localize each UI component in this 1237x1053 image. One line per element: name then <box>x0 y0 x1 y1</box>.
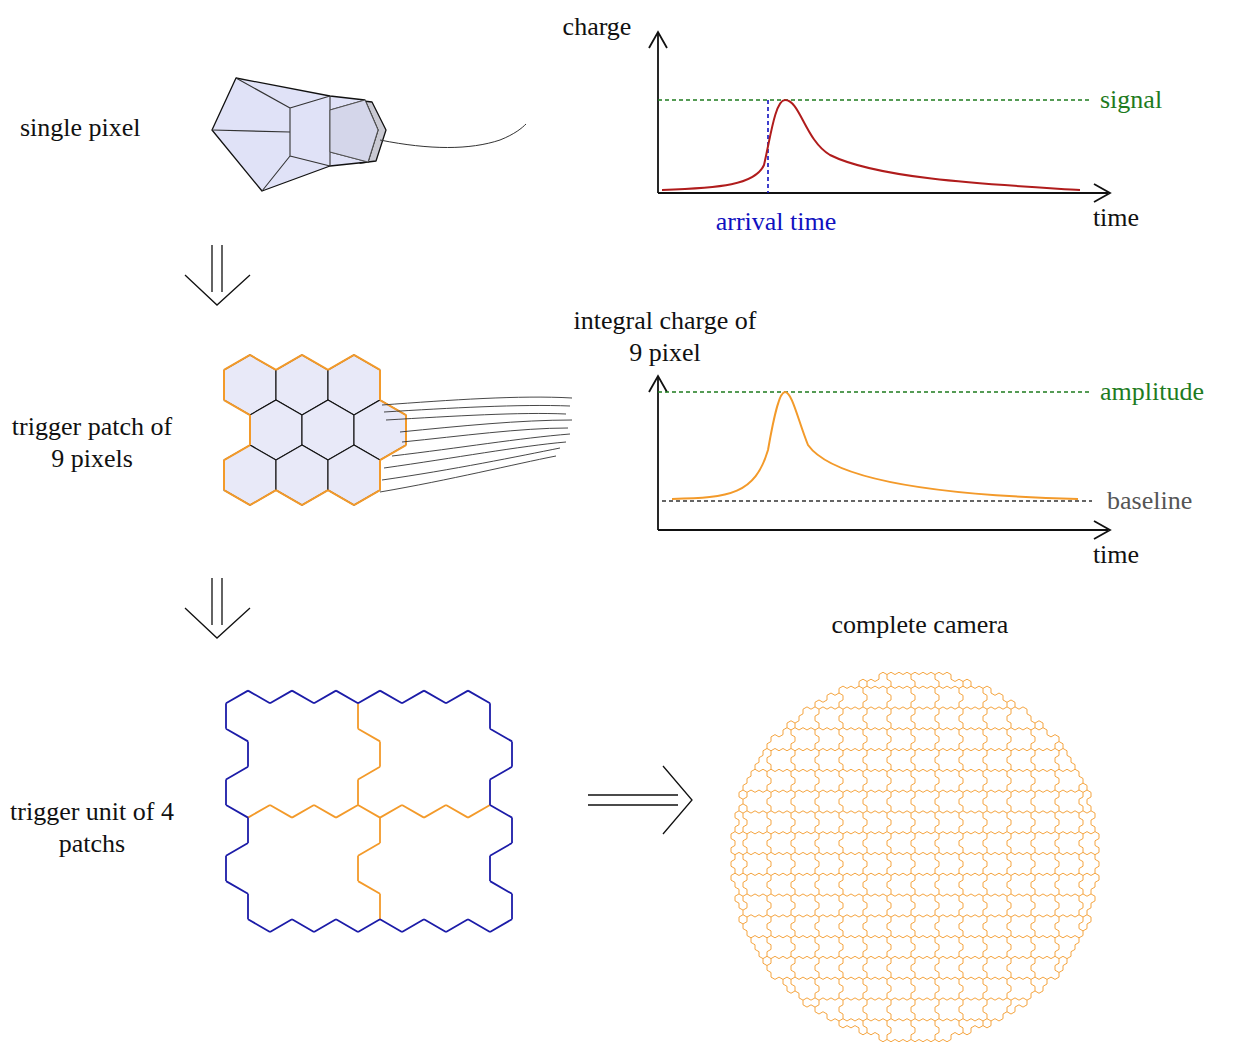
trigger-unit <box>226 691 512 932</box>
axis-arrowheads <box>649 376 1110 539</box>
axis-label: time <box>1093 202 1139 235</box>
axes <box>658 34 1108 193</box>
marker-label: arrival time <box>716 206 837 239</box>
pixel-hexagon <box>328 445 380 505</box>
stage-label: single pixel <box>20 112 141 145</box>
pixel-cable <box>380 124 526 148</box>
baseline-level <box>662 500 1092 501</box>
patch-outline <box>224 355 406 505</box>
cable <box>382 397 572 405</box>
pixel-face <box>330 100 378 162</box>
cable <box>382 448 560 480</box>
axis-label: time <box>1093 539 1139 572</box>
axis-label: integral charge of 9 pixel <box>569 305 761 370</box>
axis-arrowheads <box>649 32 1110 202</box>
cable <box>380 456 556 492</box>
level-label: baseline <box>1107 485 1192 518</box>
patch-borders <box>248 703 490 919</box>
cable <box>392 434 570 456</box>
camera-patches <box>731 672 1099 1042</box>
stage-label: trigger unit of 4 patchs <box>10 796 174 861</box>
trigger-patch <box>224 355 406 505</box>
amplitude-level <box>658 391 1092 392</box>
cable <box>386 413 566 420</box>
signal-level <box>658 99 1092 100</box>
signal-chart <box>649 32 1110 202</box>
axes <box>658 378 1108 530</box>
pixel-illustration <box>212 78 526 191</box>
down-arrow <box>185 578 250 638</box>
integral-curve <box>672 392 1078 499</box>
level-label: signal <box>1100 84 1162 117</box>
pixel-cone <box>212 78 378 191</box>
axis-label: charge <box>563 11 632 44</box>
pixel-hexagon <box>276 445 328 505</box>
stage-label: complete camera <box>832 609 1009 642</box>
signal-curve <box>662 100 1080 190</box>
pixel-hexagon <box>224 445 276 505</box>
down-arrow <box>185 245 250 305</box>
right-arrow <box>588 766 692 834</box>
unit-outline <box>226 691 512 932</box>
camera <box>731 672 1099 1042</box>
integral-chart <box>649 376 1110 539</box>
patch-cables <box>380 397 572 492</box>
level-label: amplitude <box>1100 376 1204 409</box>
cable <box>384 405 570 412</box>
cable <box>400 420 572 432</box>
cable <box>402 428 568 442</box>
stage-label: trigger patch of 9 pixels <box>10 411 174 476</box>
